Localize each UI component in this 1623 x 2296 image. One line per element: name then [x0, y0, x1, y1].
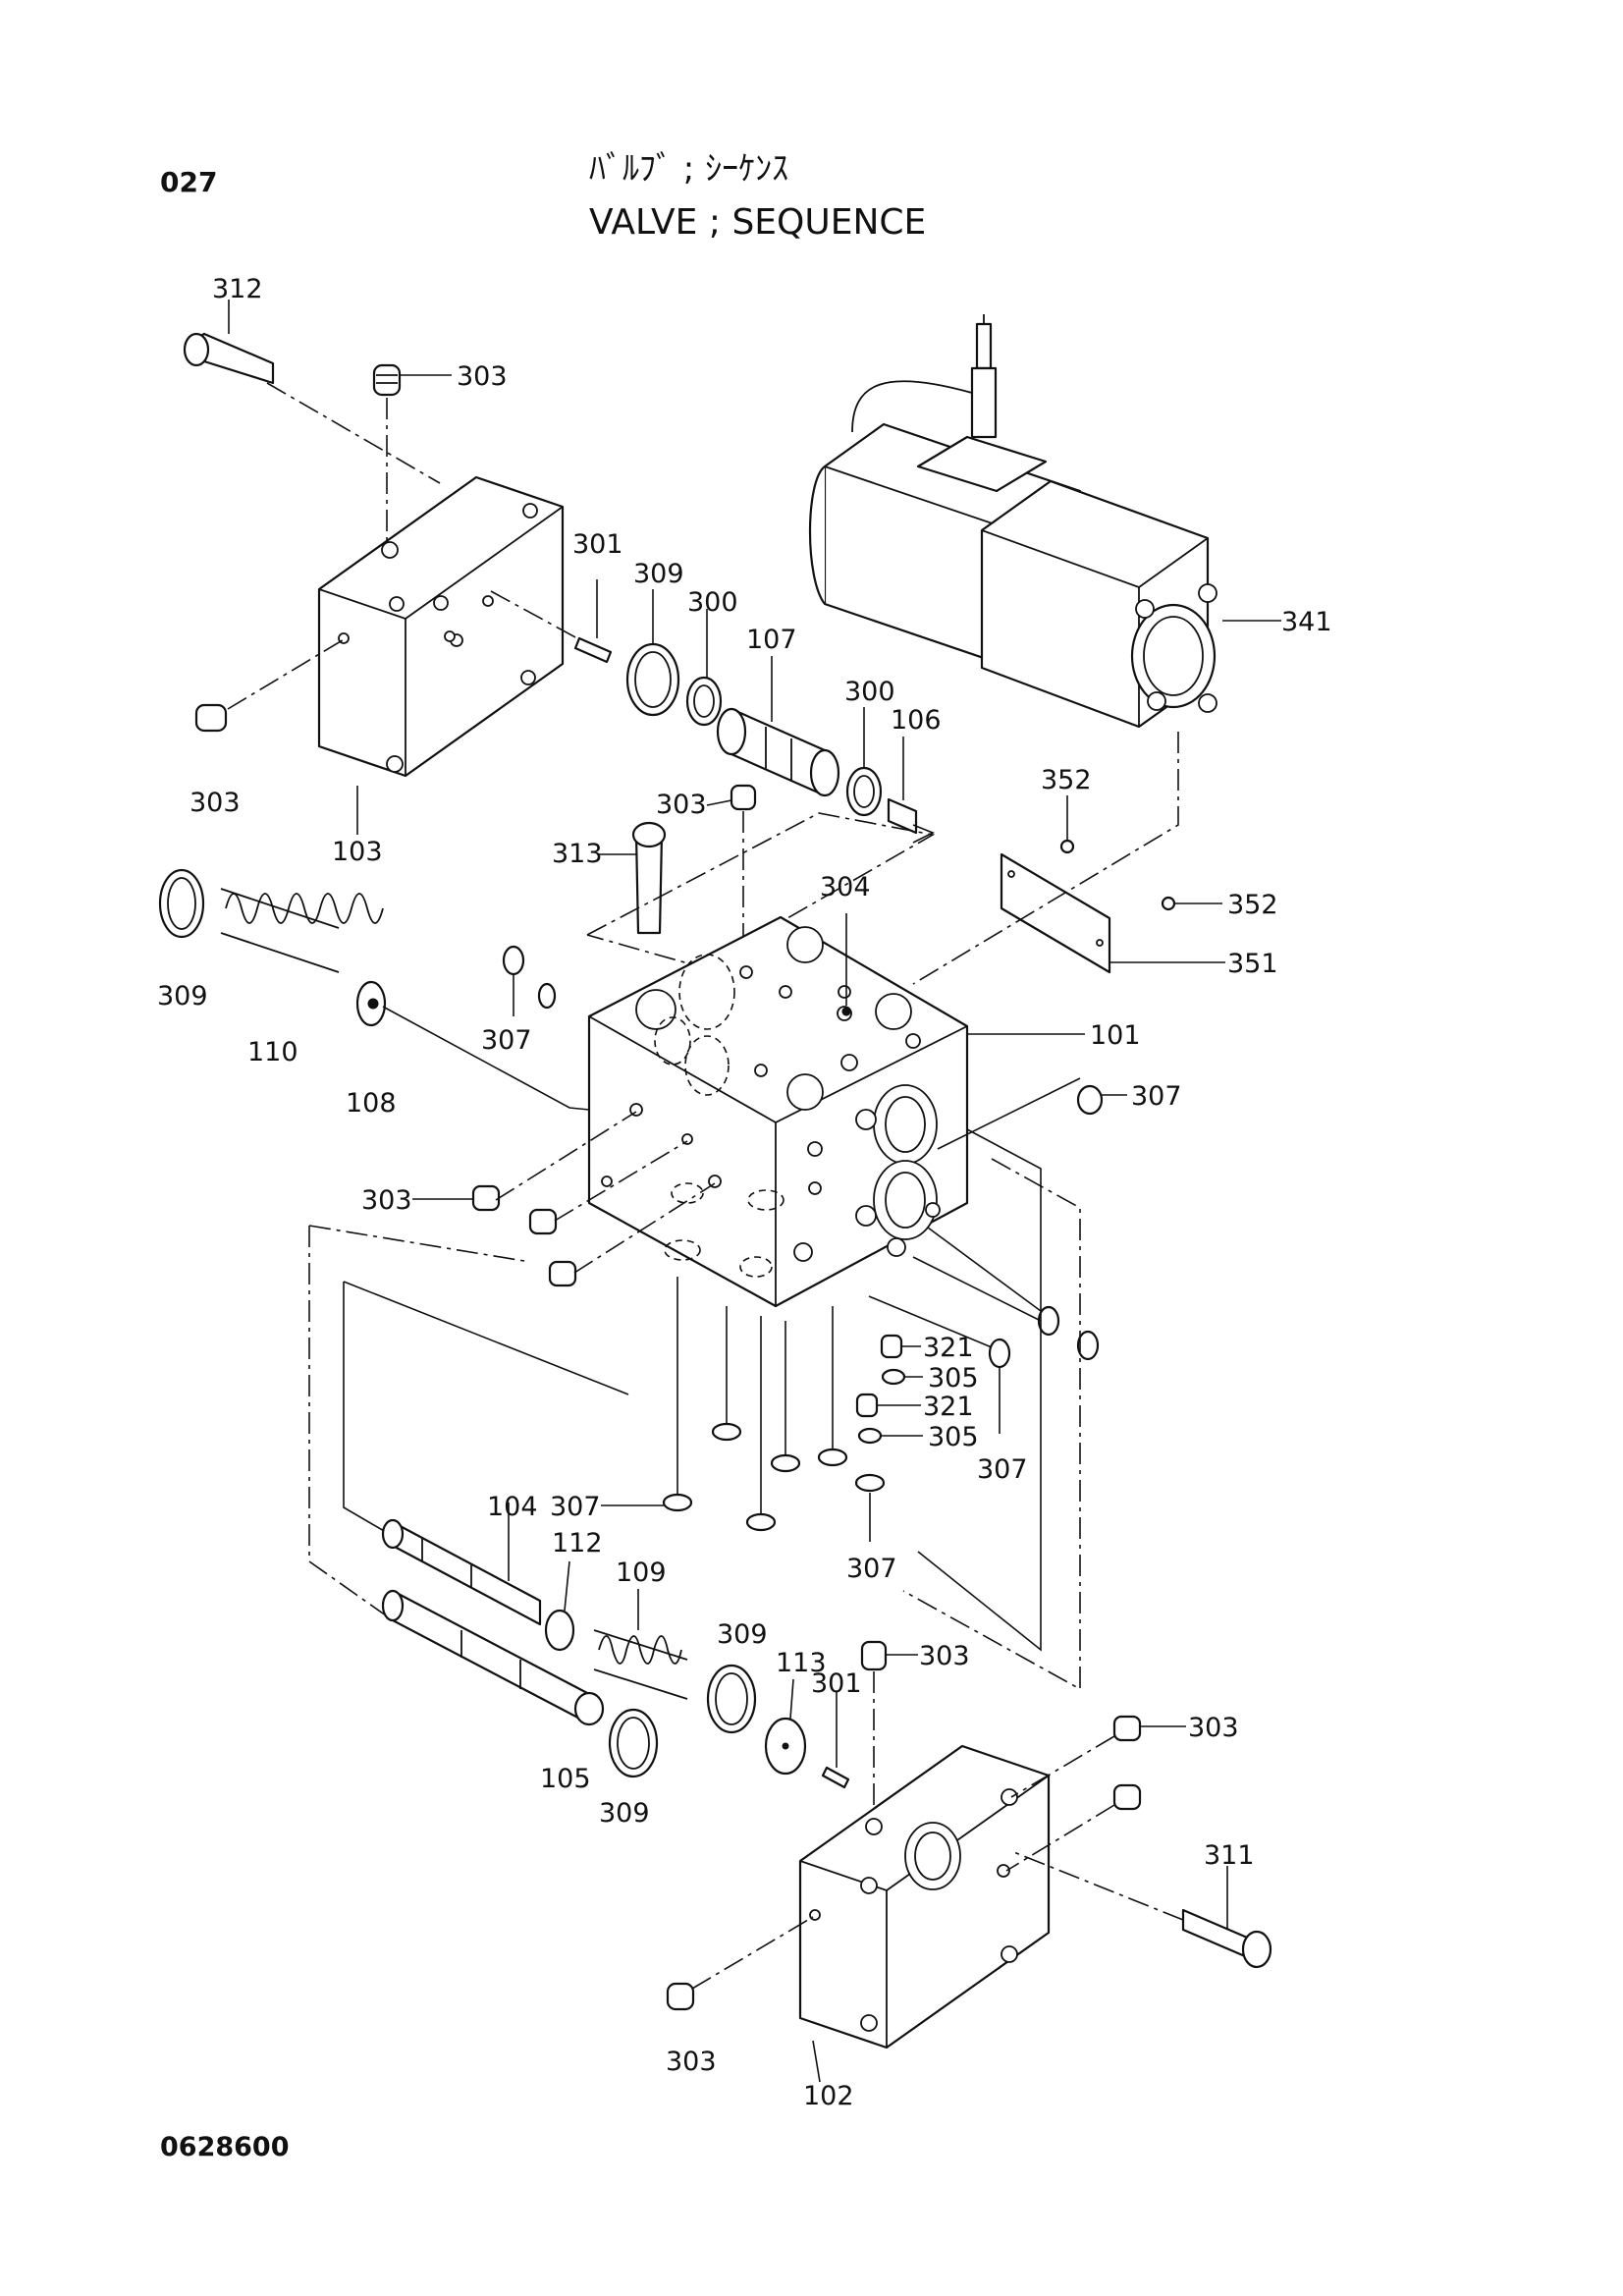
callout-303-bottom-left: 303 [666, 2047, 717, 2077]
callout-110: 110 [247, 1037, 298, 1067]
callout-105: 105 [540, 1764, 591, 1794]
callout-305-b: 305 [928, 1422, 979, 1452]
screw-352-b [1161, 896, 1176, 911]
callout-304: 304 [820, 872, 871, 902]
plug-303-left [194, 637, 347, 733]
o-ring-309-left [158, 868, 205, 939]
title-japanese: ﾊﾞﾙﾌﾞ ; ｼｰｹﾝｽ [589, 149, 788, 189]
callout-309-top: 309 [633, 559, 684, 589]
callout-307-lower-right: 307 [977, 1454, 1028, 1485]
o-ring-307-right [1076, 1084, 1104, 1116]
callout-301-bottom: 301 [811, 1668, 862, 1699]
seat-112 [544, 1609, 575, 1652]
page-number: 027 [160, 166, 217, 198]
callout-303-left: 303 [189, 788, 241, 818]
callout-301-top: 301 [572, 529, 623, 560]
spool-105 [381, 1589, 605, 1726]
o-ring-305-a [881, 1368, 906, 1386]
plug-106 [887, 797, 935, 844]
callout-311: 311 [1204, 1840, 1255, 1871]
callout-303-body-top: 303 [656, 790, 707, 820]
screw-352-a [1059, 839, 1075, 854]
pin-301-top [490, 590, 613, 664]
callout-104: 104 [487, 1492, 538, 1522]
spring-109 [593, 1589, 688, 1700]
callout-303-top: 303 [457, 361, 508, 392]
callout-106: 106 [891, 705, 942, 736]
spool-107 [716, 707, 840, 797]
washer-108 [355, 980, 590, 1111]
callout-108: 108 [346, 1088, 397, 1119]
pin-301-bottom [821, 1766, 850, 1789]
callout-309-bottom-left: 309 [599, 1798, 650, 1829]
callout-113: 113 [776, 1648, 827, 1678]
callout-312: 312 [212, 274, 263, 304]
callout-303-body-left: 303 [361, 1185, 412, 1216]
plug-321-b [855, 1393, 921, 1418]
callout-109: 109 [616, 1558, 667, 1588]
drawing-code: 0628600 [160, 2132, 290, 2162]
top-cover-103 [317, 475, 565, 778]
o-ring-307-b [537, 982, 557, 1010]
plug-304 [841, 1007, 851, 1016]
callout-112: 112 [552, 1528, 603, 1558]
plug-321-a [880, 1334, 921, 1359]
o-rings-307-bottom [601, 1227, 1100, 1542]
plug-303-body-left [412, 1111, 716, 1287]
valve-body-101 [587, 915, 1085, 1308]
callout-307-lower-left: 307 [550, 1492, 601, 1522]
bolt-311 [1010, 1850, 1272, 1969]
callout-303-bottom-top: 303 [919, 1641, 970, 1671]
callout-300-b: 300 [844, 677, 895, 707]
bottom-cover-102 [798, 1744, 1051, 2083]
callout-107: 107 [746, 625, 797, 655]
callout-352-b: 352 [1227, 890, 1278, 920]
title-english: VALVE ; SEQUENCE [589, 202, 926, 243]
callout-313: 313 [552, 839, 603, 869]
ring-300-a [685, 676, 723, 727]
callout-102: 102 [803, 2081, 854, 2111]
pin-104 [381, 1503, 542, 1626]
spring-110 [220, 888, 384, 973]
callout-307-left: 307 [481, 1025, 532, 1056]
callout-352-a: 352 [1041, 765, 1092, 795]
plug-303-top [372, 363, 402, 545]
plug-303-bottom-left [666, 1916, 814, 2011]
plug-303-bottom-right [1005, 1715, 1186, 1872]
plate-351 [1000, 852, 1225, 974]
solenoid-341 [808, 314, 1281, 729]
plug-303-bottom-top [860, 1640, 918, 1822]
callout-101: 101 [1090, 1020, 1141, 1051]
callout-351: 351 [1227, 949, 1278, 979]
callout-305-a: 305 [928, 1363, 979, 1394]
callout-300-a: 300 [687, 587, 738, 618]
callout-307-bottom: 307 [846, 1554, 897, 1584]
callout-341: 341 [1281, 607, 1332, 637]
callout-321-a: 321 [923, 1333, 974, 1363]
callout-303-bottom-right: 303 [1188, 1713, 1239, 1743]
o-ring-305-b [857, 1427, 883, 1445]
o-ring-307-a [502, 945, 525, 976]
bolt-312 [183, 332, 441, 484]
bolt-313 [597, 821, 667, 935]
callout-309-left: 309 [157, 981, 208, 1011]
callout-321-b: 321 [923, 1392, 974, 1422]
callout-309-bottom-right: 309 [717, 1619, 768, 1650]
callout-103: 103 [332, 837, 383, 867]
callout-307-right: 307 [1131, 1081, 1182, 1112]
